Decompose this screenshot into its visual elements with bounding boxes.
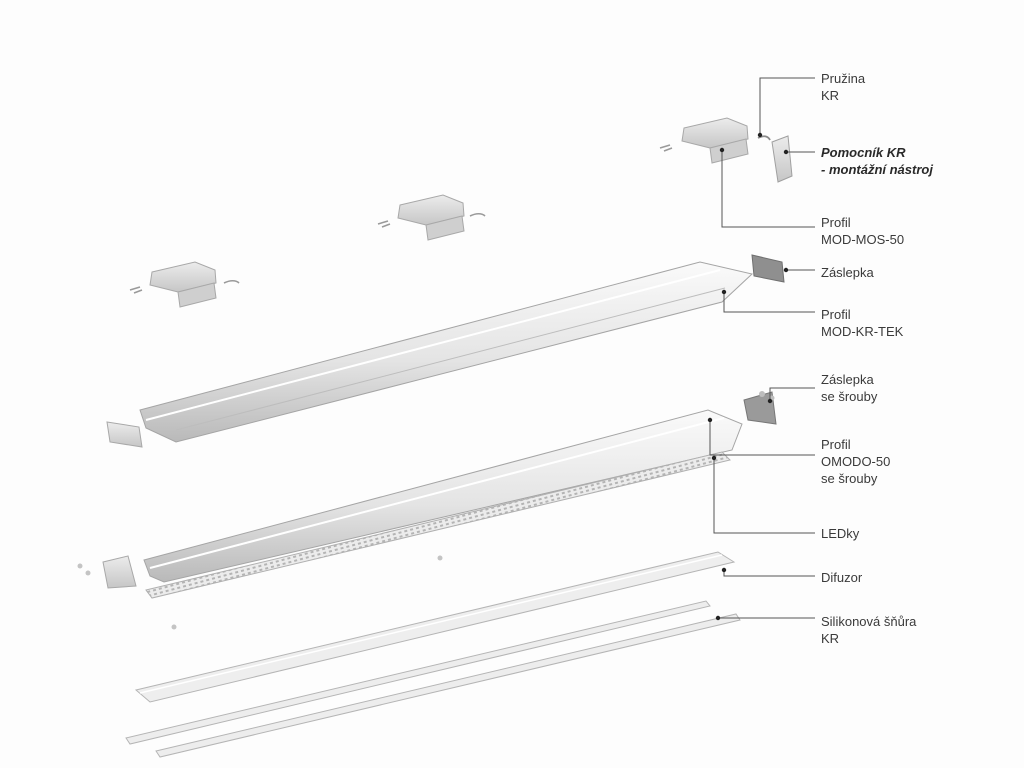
led-strip — [145, 451, 731, 599]
label-line: LEDky — [821, 526, 860, 541]
end-cap-left — [106, 421, 143, 448]
label-pomocnik: Pomocník KR - montážní nástroj — [821, 144, 933, 178]
diffuser — [134, 551, 736, 703]
label-line: Silikonová šňůra — [821, 614, 917, 629]
label-line: MOD-KR-TEK — [821, 324, 904, 339]
label-line: Profil — [821, 437, 851, 452]
label-line: Difuzor — [821, 570, 863, 585]
label-line: MOD-MOS-50 — [821, 232, 905, 247]
label-zaslepka-srouby: Záslepka se šrouby — [821, 371, 877, 405]
leader-lines — [709, 77, 815, 619]
label-pruzina: Pružina KR — [821, 70, 865, 104]
label-line: Záslepka — [821, 372, 874, 387]
label-line: Záslepka — [821, 265, 874, 280]
end-cap-screws-left — [77, 555, 137, 589]
mounting-bracket-middle — [377, 194, 486, 241]
label-line: Pomocník KR — [821, 145, 906, 160]
helper-tool — [771, 135, 793, 183]
label-line: KR — [821, 88, 840, 103]
label-line: Profil — [821, 215, 851, 230]
profile-mod-kr-tek — [139, 261, 754, 443]
spring-kr — [757, 135, 771, 141]
end-cap-screws-right — [743, 391, 777, 425]
label-line: KR — [821, 631, 840, 646]
label-profil-omodo: Profil OMODO-50 se šrouby — [821, 436, 890, 487]
label-profil-kr-tek: Profil MOD-KR-TEK — [821, 306, 903, 340]
end-cap-right — [751, 254, 785, 283]
label-line: Pružina — [821, 71, 866, 86]
label-difuzor: Difuzor — [821, 569, 862, 586]
mounting-bracket-right — [659, 117, 749, 164]
leader-dots — [707, 132, 789, 621]
label-line: OMODO-50 — [821, 454, 891, 469]
label-line: Profil — [821, 307, 851, 322]
label-line: se šrouby — [821, 471, 878, 486]
mounting-bracket-left — [129, 261, 240, 308]
label-ledky: LEDky — [821, 525, 859, 542]
label-zaslepka: Záslepka — [821, 264, 874, 281]
label-line: se šrouby — [821, 389, 878, 404]
label-silikonova: Silikonová šňůra KR — [821, 613, 916, 647]
label-profil-mos: Profil MOD-MOS-50 — [821, 214, 904, 248]
profile-omodo-50 — [143, 409, 743, 583]
label-line: - montážní nástroj — [821, 162, 933, 177]
silicone-cord — [125, 600, 741, 758]
